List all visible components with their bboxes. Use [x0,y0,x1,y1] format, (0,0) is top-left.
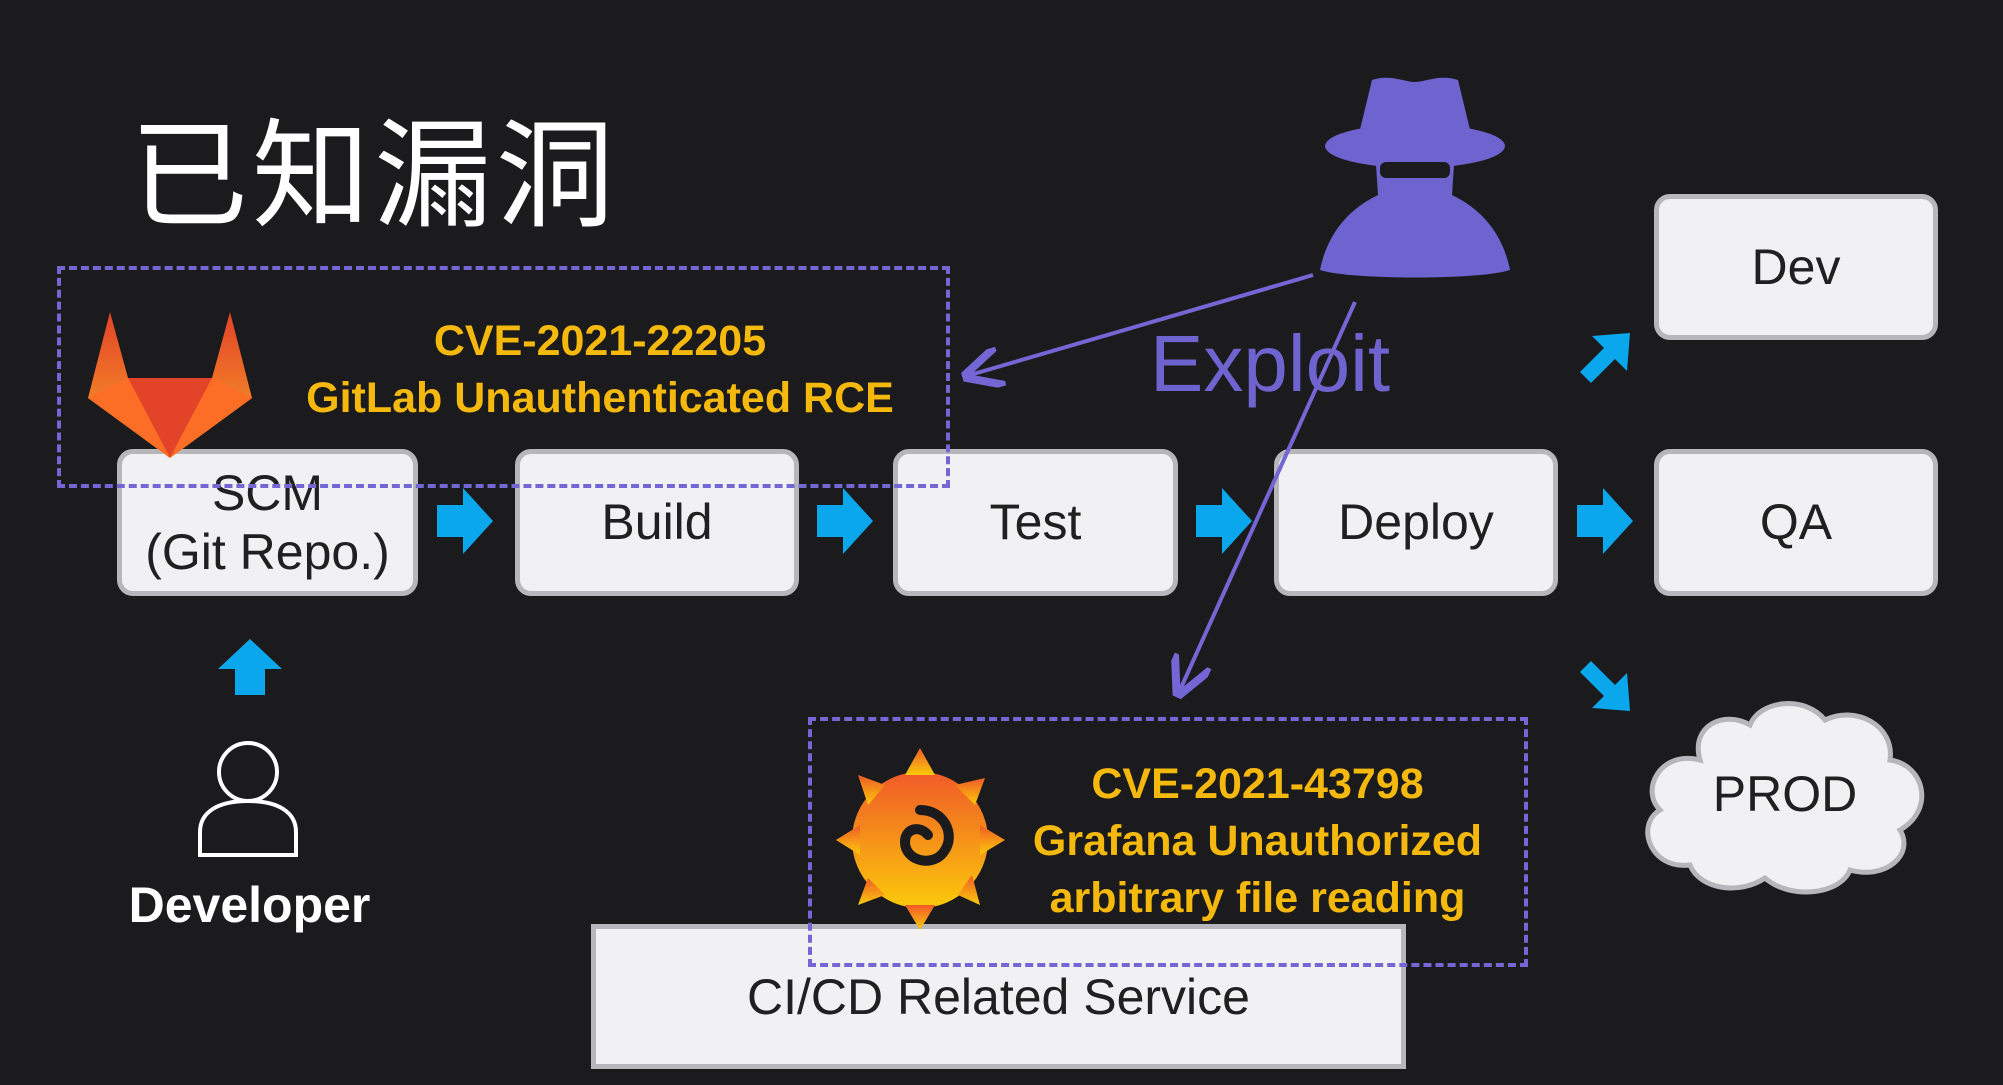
gitlab-cve-label: CVE-2021-22205 GitLab Unauthenticated RC… [270,313,930,427]
cicd-service-label: CI/CD Related Service [747,968,1250,1025]
qa-box: QA [1654,449,1938,596]
dev-label: Dev [1751,238,1841,295]
prod-label: PROD [1712,766,1858,822]
page-title: 已知漏洞 [130,107,619,245]
cloud-shape [1645,701,1925,895]
arrow-up-icon [218,639,282,695]
arrow-right-icon [1577,488,1633,554]
arrow-diagonal-up-icon [1580,333,1630,383]
grafana-cve-description-1: Grafana Unauthorized [1032,816,1483,865]
test-label: Test [989,494,1082,550]
developer-label: Developer [128,877,371,933]
test-box: Test [893,449,1178,596]
arrow-right-icon [437,488,493,554]
dev-box: Dev [1654,194,1938,340]
cicd-service-box: CI/CD Related Service [591,924,1406,1069]
hacker-icon [1320,77,1510,278]
grafana-logo [836,748,1005,930]
qa-label: QA [1759,494,1833,550]
build-label: Build [601,494,713,550]
grafana-highlight-region [808,717,1528,967]
exploit-label: Exploit [1150,319,1391,408]
scm-box: SCM (Git Repo.) [117,449,418,596]
deploy-label: Deploy [1338,494,1494,550]
grafana-cve-description-2: arbitrary file reading [1049,873,1466,922]
scm-label: SCM (Git Repo.) [145,464,390,580]
grafana-cve-label: CVE-2021-43798 Grafana Unauthorized arbi… [1005,756,1510,926]
deploy-box: Deploy [1274,449,1558,596]
exploit-arrows [970,273,1357,690]
gitlab-highlight-region [57,266,950,488]
pipeline-arrows [218,333,1633,711]
grafana-cve-id: CVE-2021-43798 [1091,760,1424,808]
gitlab-cve-id: CVE-2021-22205 [433,317,767,365]
build-box: Build [515,449,799,596]
arrow-diagonal-down-icon [1580,661,1630,711]
arrow-right-icon [817,488,873,554]
arrow-right-icon [1196,488,1252,554]
user-icon [198,741,298,857]
gitlab-cve-description: GitLab Unauthenticated RCE [306,373,894,422]
gitlab-logo [88,312,252,458]
